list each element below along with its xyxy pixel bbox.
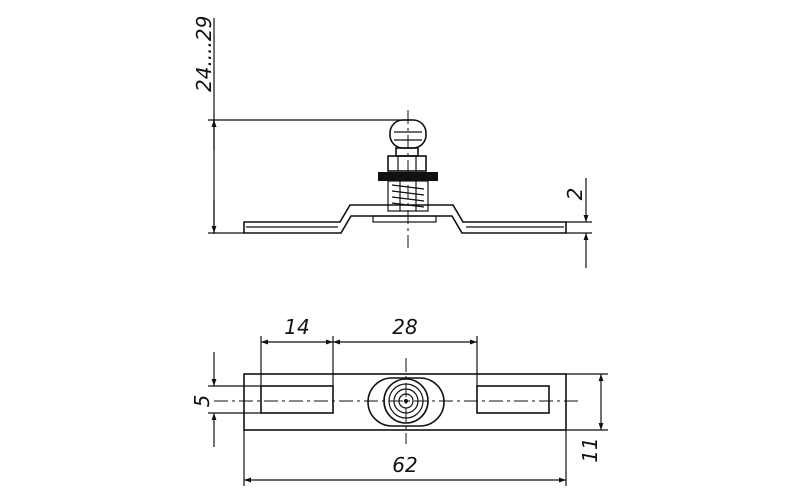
slot-spacing-dimension: 28 xyxy=(333,315,478,386)
rubber-washer xyxy=(378,172,438,181)
thickness-label: 2 xyxy=(563,188,587,201)
thickness-dimension: 2 xyxy=(563,178,592,268)
height-range-label: 24....29 xyxy=(192,16,216,92)
height-dimension: 24....29 xyxy=(192,16,412,234)
left-slot xyxy=(260,385,334,414)
total-length-label: 62 xyxy=(392,453,417,477)
stud-assembly xyxy=(378,110,438,248)
right-slot xyxy=(476,385,550,414)
side-view: 24....29 2 xyxy=(192,16,592,268)
plate-outline xyxy=(243,373,567,431)
total-length-dimension: 62 xyxy=(243,430,567,486)
slot-spacing-label: 28 xyxy=(392,315,417,339)
slot-length-dimension: 14 xyxy=(260,315,334,386)
bracket-plate-outline xyxy=(243,204,567,234)
slot-length-label: 14 xyxy=(284,315,309,339)
slot-width-dimension: 5 xyxy=(190,352,261,447)
total-width-label: 11 xyxy=(578,437,602,462)
stud-base-plate xyxy=(372,215,437,223)
slot-width-label: 5 xyxy=(190,395,214,408)
nut xyxy=(387,155,427,172)
total-width-dimension: 11 xyxy=(566,373,608,463)
top-view: 14 28 5 11 xyxy=(190,315,608,486)
